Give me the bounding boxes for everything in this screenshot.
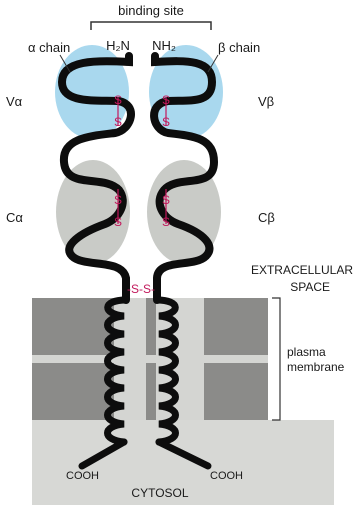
cooh-left-label: COOH (66, 470, 99, 482)
interchain-disulfide-label: -S-S- (127, 282, 155, 296)
sulfur-label: S (162, 193, 170, 207)
binding-site-bracket (91, 22, 211, 30)
c-alpha-label: Cα (6, 210, 23, 225)
sulfur-label: S (114, 93, 122, 107)
cytosol-label: CYTOSOL (131, 486, 188, 500)
cooh-right-label: COOH (210, 470, 243, 482)
alpha-chain-label: α chain (28, 40, 70, 55)
extracellular-label: EXTRACELLULAR (251, 263, 353, 277)
v-beta-label: Vβ (258, 94, 274, 109)
membrane-label: membrane (287, 360, 345, 374)
membrane-bracket (272, 298, 280, 420)
beta-chain-label: β chain (218, 40, 260, 55)
h2n-label: H₂N (106, 38, 130, 53)
sulfur-label: S (114, 115, 122, 129)
sulfur-label: S (162, 215, 170, 229)
sulfur-label: S (162, 115, 170, 129)
binding-site-label: binding site (118, 3, 184, 18)
plasma-label: plasma (287, 345, 326, 359)
c-beta-label: Cβ (258, 210, 275, 225)
sulfur-label: S (114, 215, 122, 229)
v-alpha-label: Vα (6, 94, 23, 109)
sulfur-label: S (162, 93, 170, 107)
sulfur-label: S (114, 193, 122, 207)
nh2-label: NH₂ (152, 38, 176, 53)
extracellular-space-label: SPACE (290, 280, 330, 294)
